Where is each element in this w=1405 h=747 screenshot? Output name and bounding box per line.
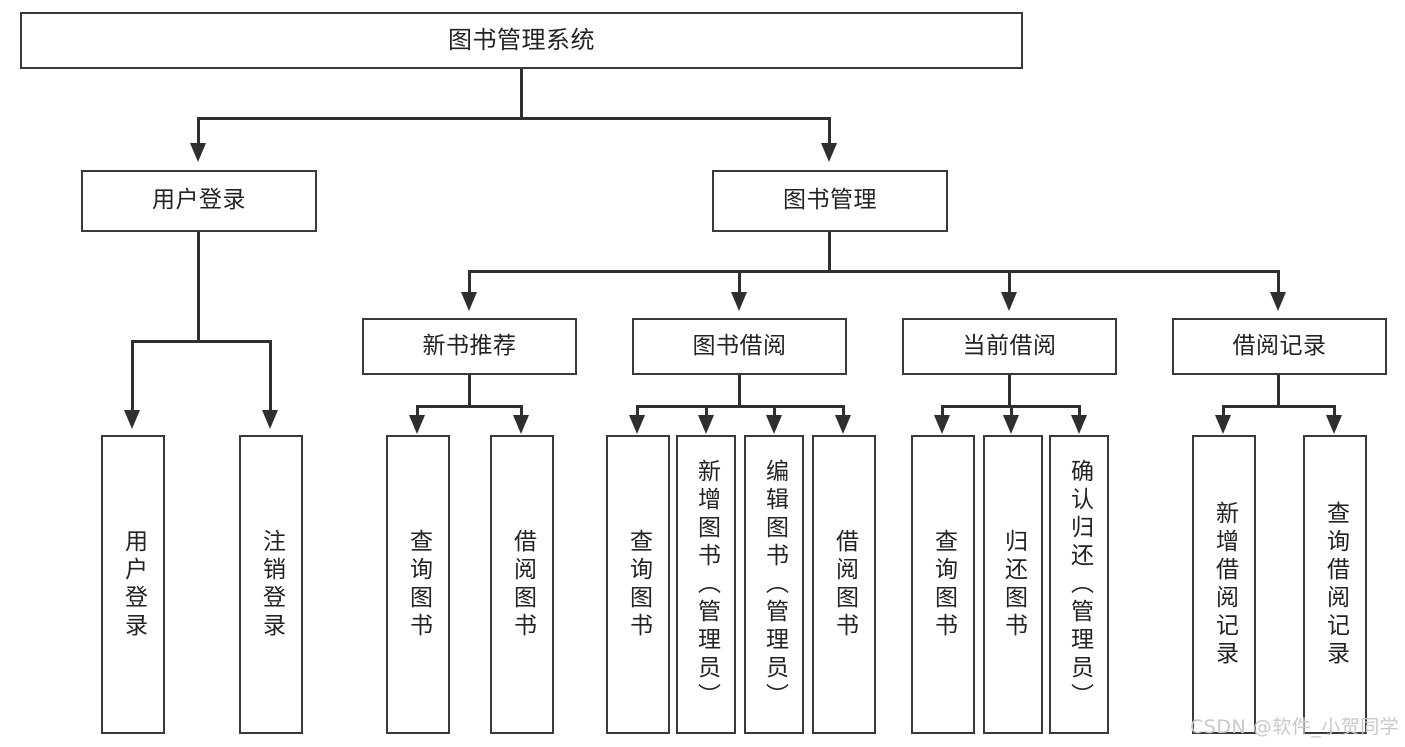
connector-current-borrow-child1: [1010, 405, 1013, 419]
arrow-leaf-confirm-return: [1071, 415, 1087, 434]
leaf-borrow-book[interactable]: 借阅图书: [812, 435, 876, 734]
node-label: 用户登录: [120, 528, 147, 641]
leaf-confirm-return-admin[interactable]: 确认归还（管理员）: [1049, 435, 1109, 734]
leaf-add-borrow-record[interactable]: 新增借阅记录: [1192, 435, 1256, 734]
connector-book-borrow-bus: [636, 405, 845, 408]
connector-root-stem: [520, 69, 523, 117]
leaf-edit-book-admin[interactable]: 编辑图书（管理员）: [744, 435, 804, 734]
connector-drop-user-login: [197, 117, 200, 145]
node-borrow-record[interactable]: 借阅记录: [1172, 318, 1387, 375]
arrow-leaf-query-book-2: [629, 415, 645, 434]
arrow-leaf-borrow-book-1: [513, 415, 529, 434]
connector-book-borrow-child0: [636, 405, 639, 419]
node-label: 查询图书: [405, 528, 432, 641]
arrow-leaf-add-book: [698, 415, 714, 434]
connector-level2-bus: [197, 117, 831, 120]
arrow-new-book-recommend: [461, 292, 477, 311]
connector-new-book-child1: [520, 405, 523, 419]
leaf-user-login[interactable]: 用户登录: [101, 435, 165, 734]
node-root-book-management-system[interactable]: 图书管理系统: [20, 12, 1023, 69]
node-label: 当前借阅: [962, 332, 1057, 359]
node-label: 图书管理系统: [448, 26, 595, 55]
connector-new-book-stem: [468, 375, 471, 405]
connector-borrow-record-child1: [1333, 405, 1336, 419]
leaf-return-book[interactable]: 归还图书: [983, 435, 1043, 734]
connector-user-login-child0: [131, 340, 134, 412]
arrow-leaf-add-record: [1215, 415, 1231, 434]
node-label: 用户登录: [152, 187, 246, 214]
node-label: 确认归还（管理员）: [1066, 458, 1093, 711]
leaf-add-book-admin[interactable]: 新增图书（管理员）: [676, 435, 736, 734]
connector-user-login-stem: [197, 232, 200, 340]
node-current-borrow[interactable]: 当前借阅: [902, 318, 1117, 375]
node-user-login[interactable]: 用户登录: [81, 170, 317, 232]
connector-book-borrow-child2: [773, 405, 776, 419]
arrow-leaf-logout: [262, 410, 278, 429]
connector-new-book-child0: [416, 405, 419, 419]
connector-book-borrow-child1: [705, 405, 708, 419]
node-label: 借阅记录: [1232, 332, 1327, 359]
node-label: 借阅图书: [509, 528, 536, 641]
node-label: 新增借阅记录: [1211, 500, 1238, 669]
node-book-management[interactable]: 图书管理: [712, 170, 948, 232]
connector-borrow-record-stem: [1277, 375, 1280, 405]
node-label: 查询图书: [625, 528, 652, 641]
node-label: 注销登录: [258, 528, 285, 641]
node-label: 新增图书（管理员）: [693, 458, 720, 711]
node-book-borrow[interactable]: 图书借阅: [632, 318, 847, 375]
arrow-user-login: [190, 143, 206, 162]
connector-current-borrow-child0: [941, 405, 944, 419]
arrow-current-borrow: [1001, 292, 1017, 311]
leaf-query-book-current[interactable]: 查询图书: [911, 435, 975, 734]
node-label: 图书管理: [783, 187, 877, 214]
connector-borrow-record-child0: [1222, 405, 1225, 419]
connector-drop-borrow-record: [1277, 270, 1280, 294]
connector-drop-current-borrow: [1008, 270, 1011, 294]
leaf-query-borrow-record[interactable]: 查询借阅记录: [1303, 435, 1367, 734]
node-label: 编辑图书（管理员）: [761, 458, 788, 711]
leaf-borrow-book-recommend[interactable]: 借阅图书: [490, 435, 554, 734]
connector-borrow-record-bus: [1222, 405, 1336, 408]
connector-book-borrow-child3: [842, 405, 845, 419]
connector-drop-new-book: [468, 270, 471, 294]
node-label: 查询图书: [930, 528, 957, 641]
arrow-leaf-query-record: [1326, 415, 1342, 434]
leaf-query-book-recommend[interactable]: 查询图书: [386, 435, 450, 734]
arrow-book-borrow: [731, 292, 747, 311]
connector-user-login-child1: [269, 340, 272, 412]
connector-book-management-stem: [828, 232, 831, 270]
leaf-logout[interactable]: 注销登录: [239, 435, 303, 734]
connector-level3-bus: [468, 270, 1280, 273]
connector-book-borrow-stem: [738, 375, 741, 405]
arrow-borrow-record: [1270, 292, 1286, 311]
node-label: 借阅图书: [831, 528, 858, 641]
arrow-book-management: [821, 143, 837, 162]
connector-current-borrow-stem: [1008, 375, 1011, 405]
node-new-book-recommend[interactable]: 新书推荐: [362, 318, 577, 375]
connector-current-borrow-child2: [1078, 405, 1081, 419]
node-label: 新书推荐: [422, 332, 517, 359]
connector-drop-book-borrow: [738, 270, 741, 294]
arrow-leaf-return-book: [1003, 415, 1019, 434]
node-label: 查询借阅记录: [1322, 500, 1349, 669]
connector-drop-book-management: [828, 117, 831, 145]
arrow-leaf-borrow-book-2: [835, 415, 851, 434]
connector-new-book-bus: [416, 405, 523, 408]
node-label: 图书借阅: [692, 332, 787, 359]
leaf-query-book-borrow[interactable]: 查询图书: [606, 435, 670, 734]
arrow-leaf-query-book-1: [409, 415, 425, 434]
connector-user-login-bus: [131, 340, 272, 343]
arrow-leaf-edit-book: [766, 415, 782, 434]
arrow-leaf-user-login: [124, 410, 140, 429]
node-label: 归还图书: [1000, 528, 1027, 641]
arrow-leaf-query-book-3: [934, 415, 950, 434]
